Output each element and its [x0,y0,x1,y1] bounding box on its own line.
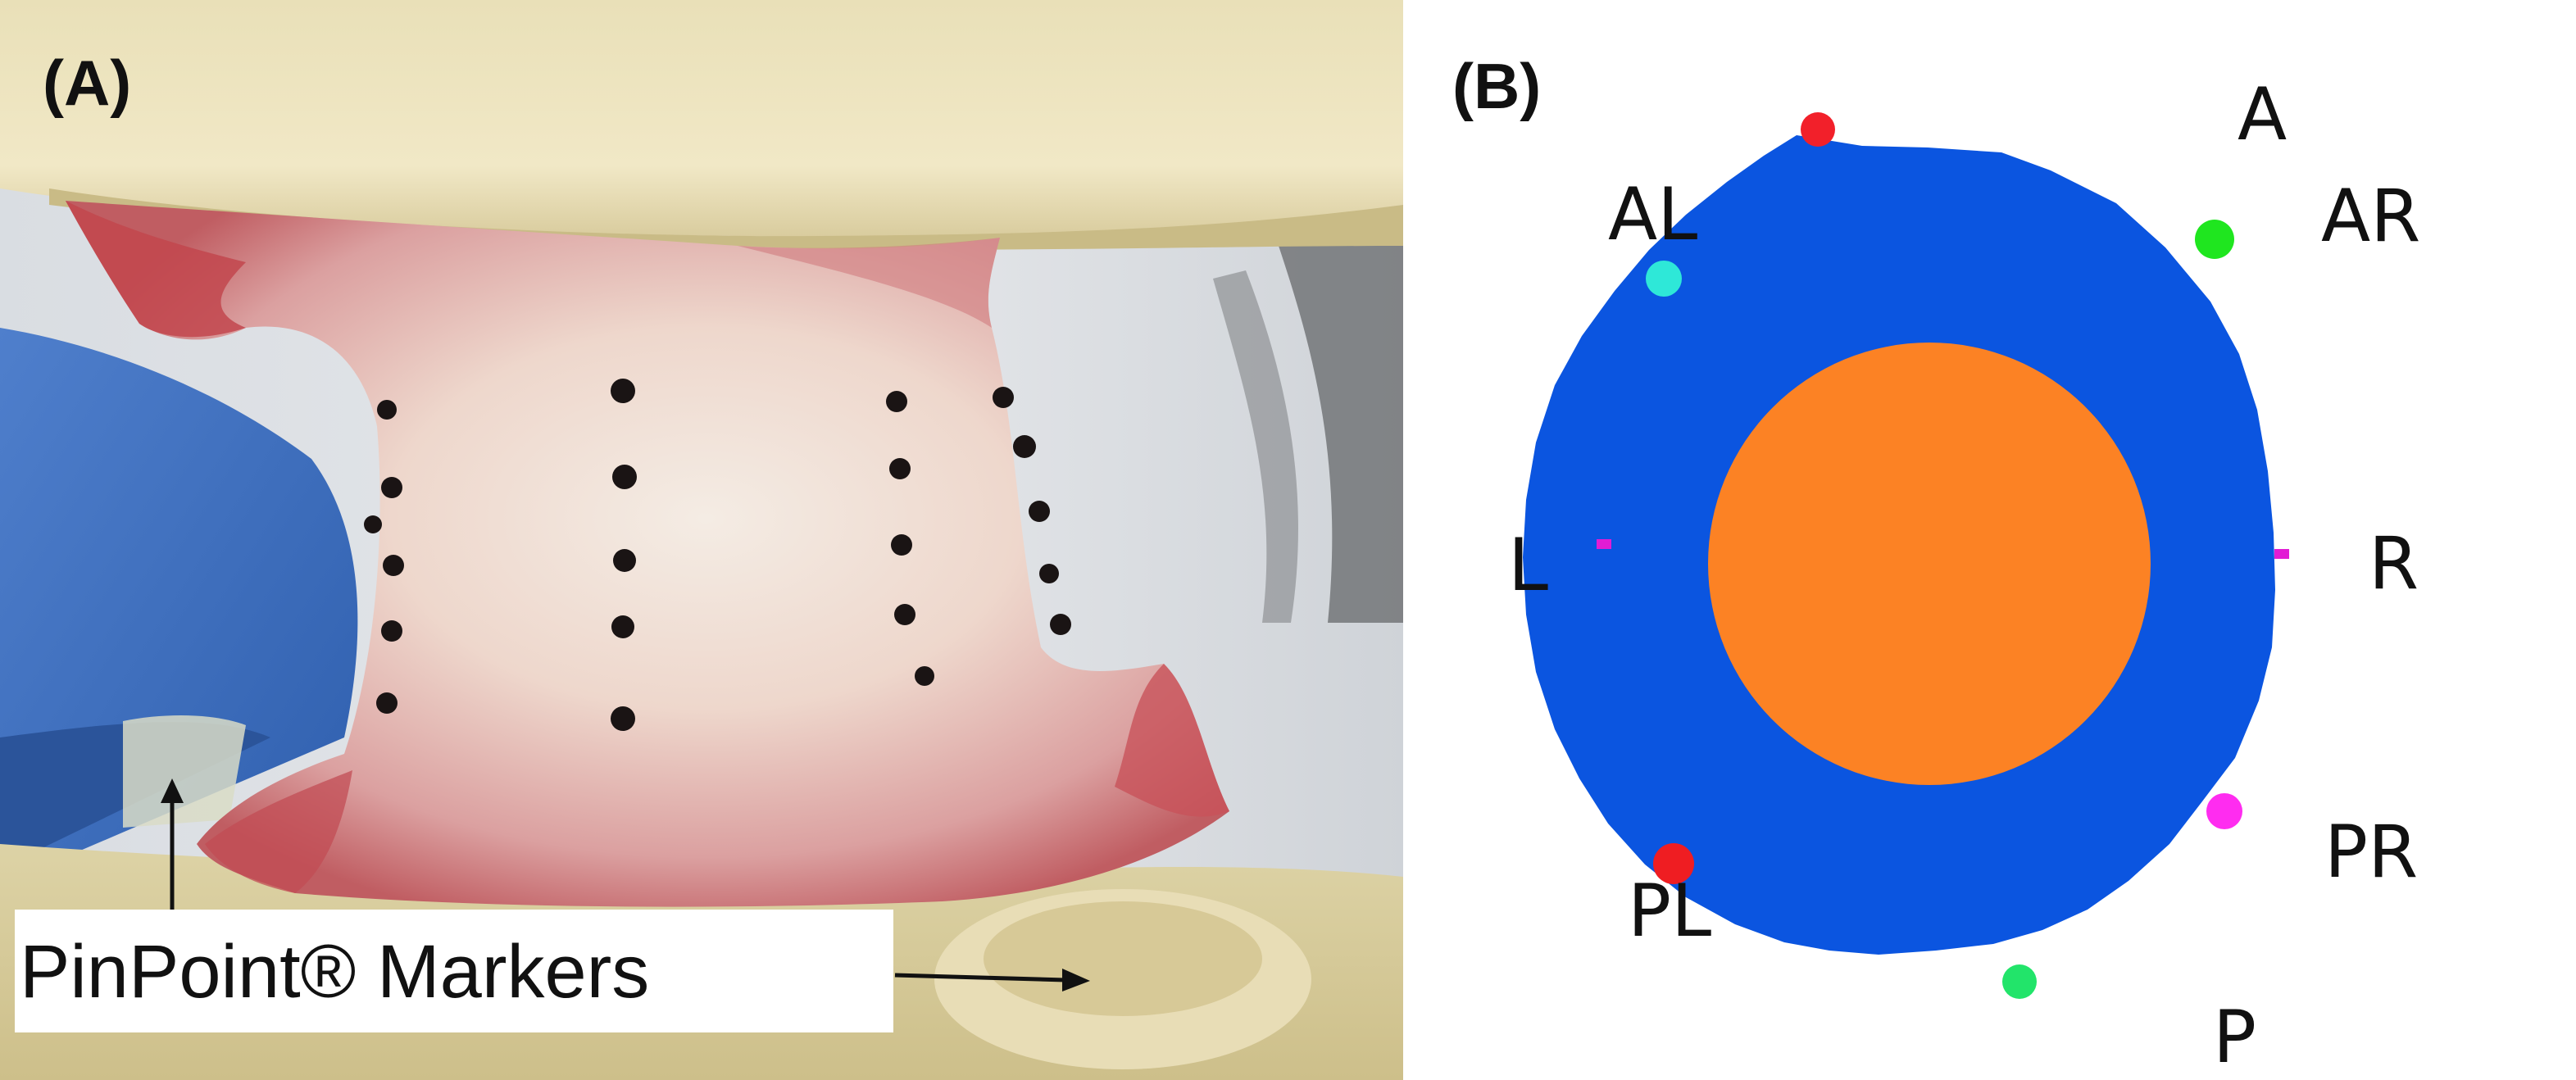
specimen-photo-panel: (A) PinPoint® Markers [0,0,1403,1080]
position-label-l: L [1508,523,1549,607]
inner-nucleus-region [1708,343,2151,785]
marker-r [2274,549,2289,559]
marker-l [1597,539,1611,549]
position-label-pr: PR [2324,810,2419,894]
position-label-a: A [2238,72,2288,157]
position-label-ar: AR [2321,174,2421,258]
marker-al [1646,261,1682,297]
specimen-tissue [66,201,1229,907]
marker-pl [1653,843,1694,884]
pinpoint-markers-callout: PinPoint® Markers [20,930,650,1014]
position-label-al: AL [1608,172,1698,256]
cross-section-diagram [1523,112,2289,999]
panel-a-label: (A) [43,47,132,119]
marker-pr [2206,793,2242,829]
position-label-r: R [2369,521,2419,606]
marker-ar [2195,220,2234,259]
position-label-pl: PL [1628,869,1712,953]
marker-a [1801,112,1835,147]
callout-arrows [161,778,1090,992]
cross-section-panel: (B) A AR R PR P PL L AL [1403,0,2576,1080]
callout-box [15,910,893,1032]
marker-dots [364,379,1071,731]
panel-b-label: (B) [1452,50,1542,122]
position-label-p: P [2213,995,2257,1079]
marker-p [2002,964,2037,999]
